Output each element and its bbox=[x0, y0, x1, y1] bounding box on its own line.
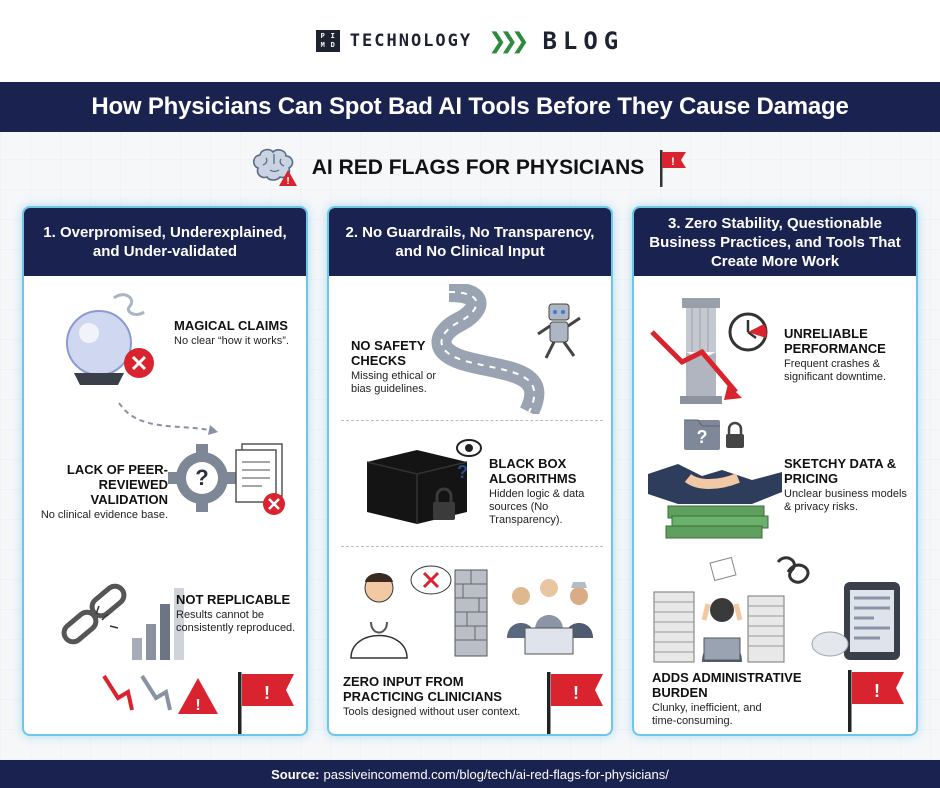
peer-review-title: LACK OF PEER-REVIEWED VALIDATION bbox=[66, 462, 168, 507]
black-box-title: BLACK BOX ALGORITHMS bbox=[489, 456, 577, 486]
gear-question-icon: ? bbox=[168, 443, 285, 515]
handshake-money-icon: ? bbox=[648, 419, 782, 539]
sketchy-data-title: SKETCHY DATA & PRICING bbox=[784, 456, 897, 486]
red-flag-icon: ! bbox=[238, 672, 294, 734]
panel-2-heading: 2. No Guardrails, No Transparency, and N… bbox=[329, 208, 611, 276]
unreliable-title: UNRELIABLE PERFORMANCE bbox=[784, 326, 886, 356]
source-url[interactable]: passiveincomemd.com/blog/tech/ai-red-fla… bbox=[323, 766, 669, 782]
chevron-arrows-icon: ❯❯❯ bbox=[488, 28, 529, 54]
brand-technology: TECHNOLOGY bbox=[349, 31, 473, 51]
title-bar: How Physicians Can Spot Bad AI Tools Bef… bbox=[0, 82, 940, 132]
divider bbox=[341, 420, 603, 421]
black-box-icon: ? bbox=[366, 439, 482, 524]
overwhelmed-worker-icon bbox=[653, 556, 900, 663]
sketchy-data-desc: Unclear business models & privacy risks. bbox=[784, 488, 907, 513]
no-safety-checks-desc: Missing ethical or bias guidelines. bbox=[351, 370, 436, 395]
unreliable-desc: Frequent crashes & significant downtime. bbox=[784, 358, 887, 383]
crystal-ball-icon bbox=[66, 293, 154, 385]
zero-input-desc: Tools designed without user context. bbox=[343, 706, 521, 718]
svg-text:?: ? bbox=[457, 462, 468, 482]
svg-text:?: ? bbox=[697, 427, 708, 447]
source-footer: Source: passiveincomemd.com/blog/tech/ai… bbox=[0, 760, 940, 788]
svg-text:!: ! bbox=[286, 176, 289, 187]
black-box-desc: Hidden logic & data sources (No Transpar… bbox=[489, 488, 585, 526]
magical-claims-desc: No clear “how it works”. bbox=[174, 335, 289, 347]
red-flag-icon: ! bbox=[547, 672, 603, 734]
red-flag-icon: ! bbox=[660, 150, 687, 187]
panel-zero-stability: 3. Zero Stability, Questionable Business… bbox=[632, 206, 918, 736]
svg-text:?: ? bbox=[195, 465, 208, 490]
divider bbox=[341, 546, 603, 547]
source-label: Source: bbox=[271, 766, 320, 782]
no-safety-checks-title: NO SAFETY CHECKS bbox=[351, 338, 426, 368]
page-title: How Physicians Can Spot Bad AI Tools Bef… bbox=[91, 93, 849, 120]
panel-no-guardrails: 2. No Guardrails, No Transparency, and N… bbox=[327, 206, 613, 736]
admin-burden-title: ADDS ADMINISTRATIVE BURDEN bbox=[652, 670, 802, 700]
brand-blog: BLOG bbox=[542, 27, 625, 55]
subtitle-row: ! AI RED FLAGS FOR PHYSICIANS ! bbox=[0, 145, 940, 191]
svg-text:!: ! bbox=[195, 697, 200, 714]
not-replicable-title: NOT REPLICABLE bbox=[176, 592, 291, 607]
panel-3-heading: 3. Zero Stability, Questionable Business… bbox=[634, 208, 916, 276]
not-replicable-desc: Results cannot be consistently reproduce… bbox=[176, 609, 296, 634]
svg-text:!: ! bbox=[874, 681, 880, 701]
red-flag-icon: ! bbox=[848, 670, 904, 732]
broken-pillar-clock-icon bbox=[650, 298, 768, 404]
dashed-arrow-icon bbox=[118, 402, 218, 435]
warning-arrows-icon: ! bbox=[102, 674, 218, 714]
admin-burden-desc: Clunky, inefficient, and time-consuming. bbox=[652, 702, 762, 727]
svg-text:!: ! bbox=[671, 156, 675, 168]
peer-review-desc: No clinical evidence base. bbox=[40, 509, 168, 521]
panel-1-heading: 1. Overpromised, Underexplained, and Und… bbox=[24, 208, 306, 276]
svg-text:!: ! bbox=[264, 683, 270, 703]
clinicians-wall-icon bbox=[350, 565, 593, 659]
svg-text:!: ! bbox=[573, 683, 579, 703]
subtitle-text: AI RED FLAGS FOR PHYSICIANS bbox=[311, 156, 645, 179]
brain-warning-icon: ! bbox=[252, 148, 297, 187]
panel-overpromised: 1. Overpromised, Underexplained, and Und… bbox=[22, 206, 308, 736]
robot-road-icon bbox=[431, 284, 581, 414]
magical-claims-title: MAGICAL CLAIMS bbox=[174, 318, 288, 333]
zero-input-title: ZERO INPUT FROM PRACTICING CLINICIANS bbox=[343, 674, 502, 704]
broken-chain-icon bbox=[61, 583, 184, 660]
